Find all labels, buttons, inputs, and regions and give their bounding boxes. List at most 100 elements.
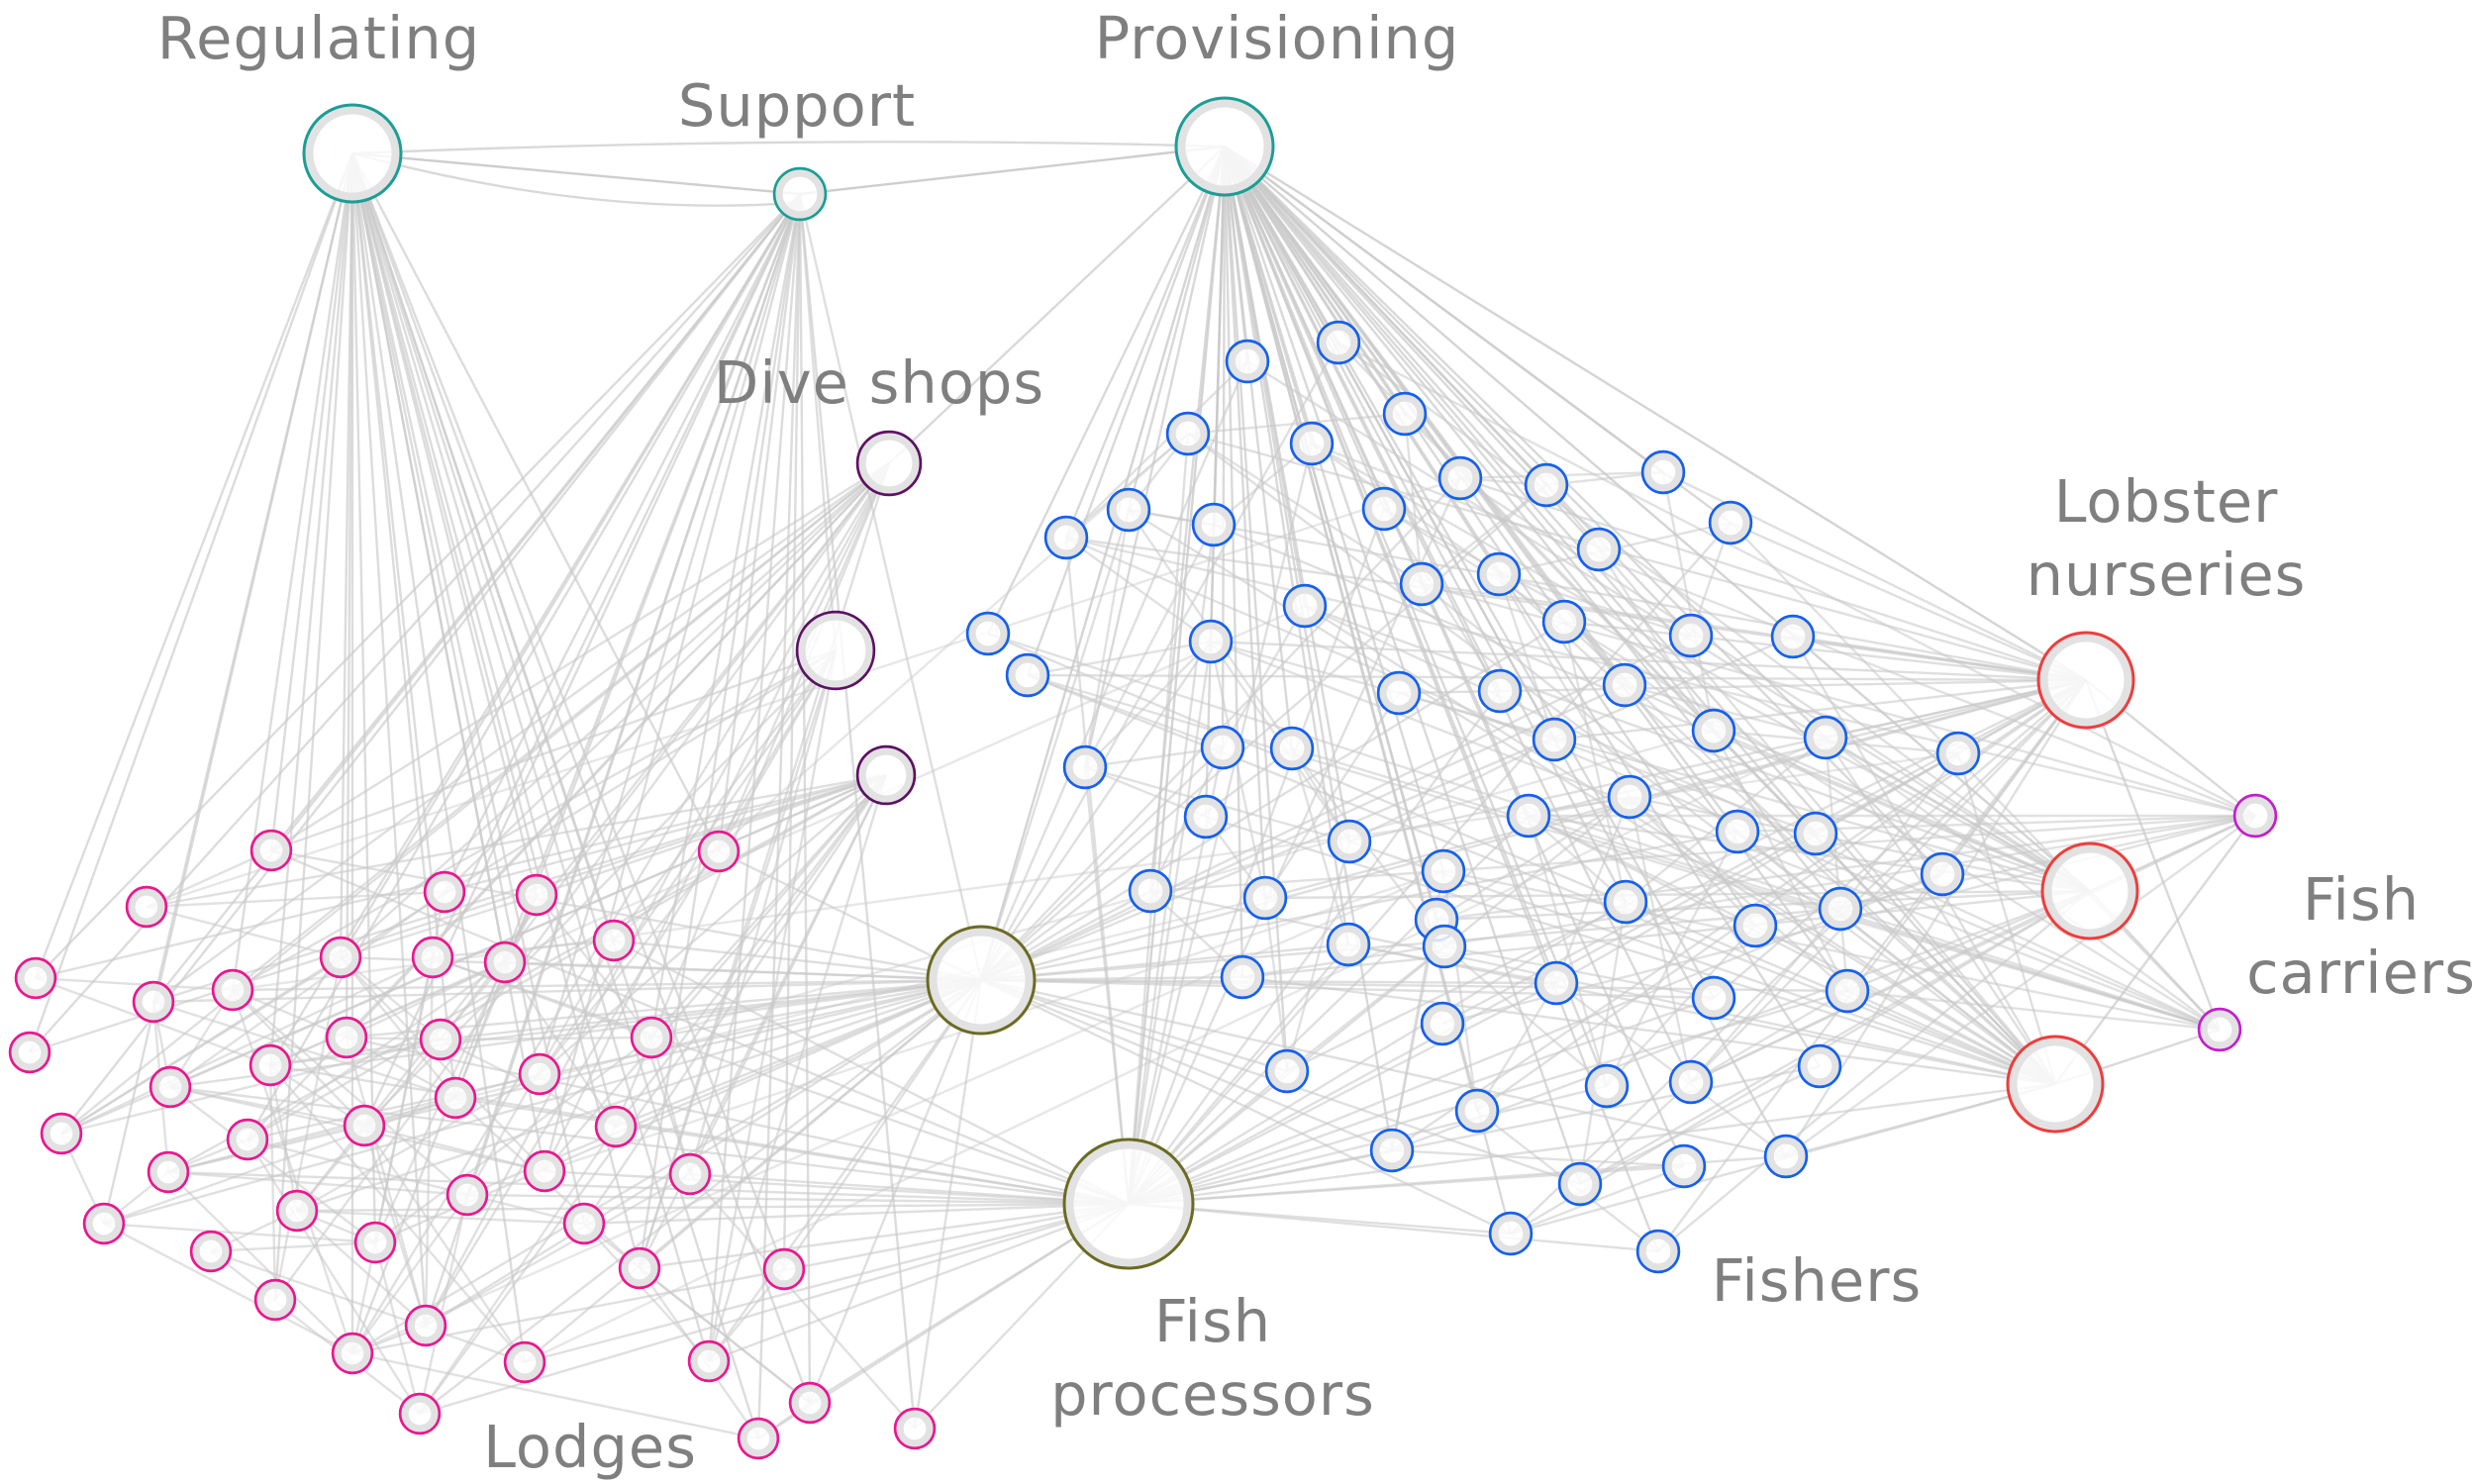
network-edge <box>432 939 615 959</box>
network-edge <box>1956 752 2057 1085</box>
network-edge <box>424 649 838 1327</box>
fisher-node-halo <box>1800 1046 1839 1086</box>
fisher-node-halo <box>1711 503 1750 543</box>
lodge-node <box>226 1118 269 1161</box>
network-edge <box>1348 738 1555 843</box>
lodge-node-halo <box>597 1108 635 1145</box>
lodge-node <box>132 980 175 1024</box>
fish-processors-node-ring <box>926 925 1037 1036</box>
lodge-node <box>253 1278 297 1322</box>
lodge-node-halo <box>328 1019 365 1056</box>
network-edge <box>210 1250 421 1415</box>
network-edge <box>649 193 802 1039</box>
network-edge <box>987 632 2221 1032</box>
lodge-node-halo <box>690 1342 728 1380</box>
lodge-node-halo <box>17 959 54 997</box>
network-edge <box>340 956 545 1172</box>
lodge-node <box>737 1417 780 1460</box>
network-edge <box>270 648 837 852</box>
lodge-node-halo <box>401 1395 439 1433</box>
network-edge <box>152 978 982 1004</box>
lodge-node-halo <box>700 833 738 870</box>
network-edge <box>1065 433 1189 539</box>
network-edge <box>613 649 837 941</box>
network-edge <box>146 476 1461 909</box>
network-edge <box>350 152 546 1172</box>
fish-carriers-node-halo <box>2235 796 2275 836</box>
network-edge <box>1555 982 1787 1157</box>
network-edge <box>146 848 272 909</box>
network-edge <box>169 978 982 1089</box>
lodge-node-halo <box>422 1021 459 1058</box>
fisher-node-halo <box>1364 489 1404 529</box>
fisher-node-halo <box>1587 1066 1627 1106</box>
network-edge <box>1554 796 1632 984</box>
fisher-node-halo <box>1773 617 1813 656</box>
fisher-node <box>1399 561 1444 607</box>
fisher-node-halo <box>1560 1164 1600 1204</box>
network-edge <box>1065 536 2256 818</box>
lodge-node-halo <box>256 1281 294 1319</box>
lobster-nurseries-node-ring <box>2006 1035 2105 1134</box>
network-edge <box>351 141 1226 155</box>
network-edge <box>1064 146 1227 539</box>
lodge-node <box>249 829 293 872</box>
network-edge <box>440 978 982 1041</box>
network-edge <box>1497 573 1556 741</box>
lodge-node <box>592 919 636 962</box>
network-edge <box>1128 508 2087 682</box>
fisher-node <box>1327 819 1372 864</box>
network-edge <box>363 1125 526 1363</box>
network-edge <box>980 907 1841 982</box>
network-edge <box>1065 360 1248 539</box>
network-edge <box>1839 752 1959 910</box>
network-edge <box>1825 737 2221 1031</box>
support-node-halo <box>775 169 825 219</box>
network-edge <box>1083 524 1216 768</box>
lodge-node-halo <box>322 939 359 976</box>
network-edge <box>1459 476 2087 682</box>
fisher-node <box>1541 599 1587 644</box>
network-edge <box>980 978 1393 1152</box>
network-edge <box>146 773 887 909</box>
network-edge <box>1224 146 2091 892</box>
label-fish-processors: Fish processors <box>1050 1287 1375 1429</box>
fisher-node-halo <box>1610 777 1649 817</box>
lodge-node <box>503 1340 546 1384</box>
network-edge <box>1712 730 1849 992</box>
network-edge <box>2084 679 2222 1031</box>
network-edge <box>1149 889 2056 1086</box>
network-edge <box>351 151 793 207</box>
network-edge <box>1436 795 1631 922</box>
fisher-node <box>1607 774 1652 820</box>
network-edge <box>1263 692 1401 899</box>
fish-processors-node <box>926 925 1037 1036</box>
network-edge <box>432 955 652 1039</box>
lobster-nurseries-node-halo <box>2009 1038 2102 1131</box>
fisher-node <box>1635 1229 1681 1274</box>
network-edge <box>1498 573 2056 1085</box>
fisher-node <box>1532 717 1577 762</box>
fisher-node-halo <box>1821 889 1860 929</box>
network-edge <box>639 1202 1130 1270</box>
network-edge <box>1579 1064 1821 1186</box>
network-edge <box>351 869 1444 1355</box>
lodge-node <box>594 1105 638 1148</box>
lodge-node <box>404 1304 447 1347</box>
fisher-node-halo <box>1425 927 1464 966</box>
network-edge <box>1128 900 1627 1206</box>
fisher-node-halo <box>1923 854 1962 894</box>
label-lodges: Lodges <box>483 1413 697 1481</box>
network-edge <box>346 1036 1130 1206</box>
network-edge <box>247 1138 585 1226</box>
fisher-node-halo <box>1457 1091 1497 1131</box>
network-edge <box>340 462 890 958</box>
fish-carriers-node-halo <box>2200 1010 2239 1049</box>
network-edge <box>1127 146 1227 511</box>
network-edge <box>270 461 890 852</box>
network-edge <box>1443 945 1608 1087</box>
provisioning-node-ring <box>1174 96 1275 197</box>
network-edge <box>419 1202 1130 1416</box>
fisher-node <box>1420 1001 1465 1046</box>
